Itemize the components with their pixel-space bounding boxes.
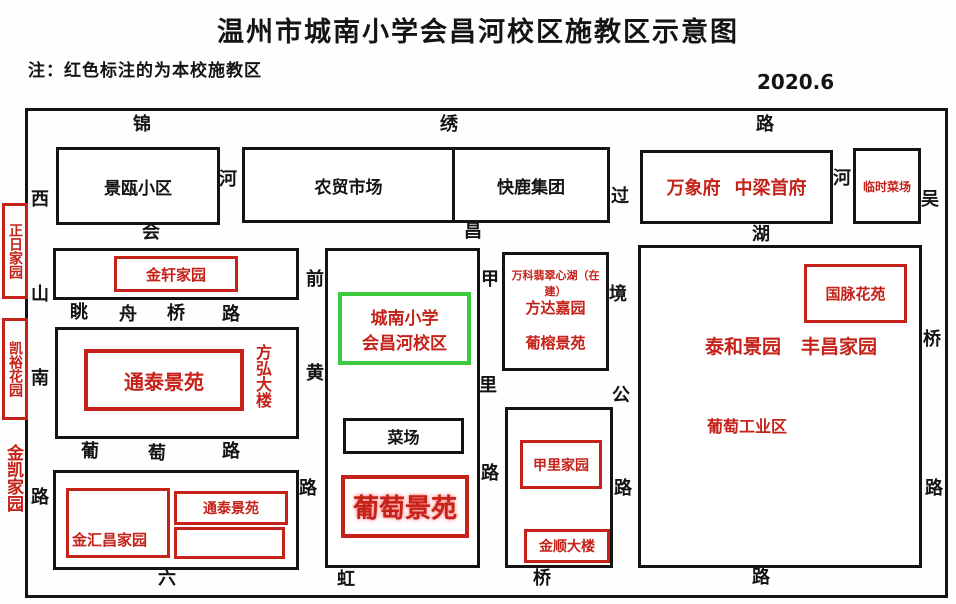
block-caichang: 菜场: [343, 418, 464, 454]
block-jiali-label: 甲里家园: [533, 457, 589, 474]
road-tiaozhouqiaolu-char: 路: [222, 304, 240, 325]
road-putaolu-char: 葡: [81, 441, 99, 462]
block-school-line2: 会昌河校区: [362, 333, 447, 354]
block-wanke-column: 万科翡翠心湖（在建） 方达嘉园 葡榕景苑: [502, 252, 609, 371]
road-jinxiulu-char: 绣: [440, 114, 458, 135]
block-kuailu-jituan: 快鹿集团: [455, 150, 607, 220]
block-wanke-label: 万科翡翠心湖（在建）: [511, 269, 600, 298]
road-tiaozhouqiaolu-char: 眺: [70, 302, 88, 323]
block-caichang-label: 菜场: [387, 428, 420, 447]
road-jinxiulu-char: 锦: [133, 114, 151, 135]
block-putao-gongyequ: 葡萄工业区: [707, 417, 788, 436]
block-east-area: 国脉花苑 泰和景园 丰昌家园 葡萄工业区: [638, 245, 922, 568]
road-wuqiaolu-char: 桥: [923, 329, 941, 350]
block-guomai-huayuan: 国脉花苑: [804, 264, 907, 323]
road-tiaozhouqiaolu-char: 舟: [119, 304, 137, 325]
block-jinkai-jiayuan: 金凯家园: [3, 444, 23, 512]
road-putaolu-char: 路: [222, 441, 240, 462]
road-xishannanlu-char: 南: [31, 368, 49, 389]
road-guojinggonglu-char: 过: [611, 186, 629, 207]
block-wanxiangfu-zhongliang: 万象府 中梁首府: [640, 150, 833, 224]
block-tongtai-south: 通泰景苑: [174, 491, 288, 525]
block-linshi-label: 临时菜场: [862, 179, 911, 194]
block-wanxiangfu-label: 万象府: [666, 178, 721, 199]
river-label-west: 河: [219, 169, 237, 190]
road-wuqiaolu-char: 路: [925, 478, 943, 499]
block-kuailu-label: 快鹿集团: [497, 177, 565, 198]
road-wuqiaolu-char: 吴: [921, 189, 939, 210]
road-huichanghu-char: 会: [142, 222, 160, 243]
road-liuhongqiaolu-char: 桥: [533, 568, 551, 589]
block-purong-label: 葡榕景苑: [525, 334, 586, 352]
block-school-column: 城南小学 会昌河校区 菜场 葡萄景苑: [325, 248, 480, 568]
block-school-line1: 城南小学: [370, 308, 439, 329]
map-date: 2020.6: [757, 70, 835, 94]
block-linshi-caichang: 临时菜场: [853, 148, 921, 224]
road-tiaozhouqiaolu-char: 桥: [167, 303, 185, 324]
block-zhengri-jiayuan: 正日家园: [2, 203, 28, 299]
road-xishannanlu-char: 路: [31, 487, 49, 508]
road-qianhuanglu-char: 前: [306, 269, 324, 290]
legend-note: 注：红色标注的为本校施教区: [28, 61, 262, 81]
river-label-east: 河: [833, 168, 851, 189]
road-qianhuanglu-char: 路: [299, 478, 317, 499]
road-xishannanlu-char: 西: [31, 189, 49, 210]
block-jinxuan-label: 金轩家园: [145, 265, 206, 284]
block-jinxuan-jiayuan: 金轩家园: [114, 256, 238, 292]
block-putao-jingyuan-label: 葡萄景苑: [352, 494, 457, 524]
road-liuhongqiaolu-char: 六: [158, 568, 176, 589]
block-taihe-label: 泰和景园: [705, 336, 782, 358]
road-guojinggonglu-char: 公: [612, 385, 630, 406]
block-jiali-column: 甲里家园 金顺大楼: [505, 407, 613, 568]
block-jinhuichang-outer: 金汇昌家园 通泰景苑: [53, 470, 299, 570]
road-xishannanlu-char: 山: [31, 284, 49, 305]
road-liuhongqiaolu-char: 路: [752, 567, 770, 588]
block-tongtai-jingyuan: 通泰景苑: [84, 349, 244, 411]
block-jinhuichang-shape2: [174, 527, 285, 559]
block-jingou-label: 景瓯小区: [104, 178, 172, 199]
block-fengchang-label: 丰昌家园: [801, 336, 878, 358]
road-guojinggonglu-char: 路: [614, 478, 632, 499]
block-jingou-xiaoqu: 景瓯小区: [56, 147, 220, 225]
block-jinhuichang-label: 金汇昌家园: [72, 531, 148, 549]
road-huichanghu-char: 湖: [752, 224, 770, 245]
block-market-group: 农贸市场 快鹿集团: [242, 147, 610, 223]
road-qianhuanglu-char: 黄: [306, 363, 324, 384]
block-zhongliang-label: 中梁首府: [734, 178, 807, 199]
block-jinxuan-outer: 金轩家园: [53, 248, 299, 300]
road-jinxiulu-char: 路: [756, 114, 774, 135]
road-jialilu-char: 甲: [481, 269, 499, 290]
block-jiali-jiayuan: 甲里家园: [520, 440, 602, 489]
road-putaolu-char: 萄: [148, 443, 166, 464]
road-jialilu-char: 里: [479, 375, 497, 396]
block-school: 城南小学 会昌河校区: [338, 292, 471, 365]
road-liuhongqiaolu-char: 虹: [337, 569, 355, 590]
block-guomai-label: 国脉花苑: [825, 285, 886, 303]
page-title: 温州市城南小学会昌河校区施教区示意图: [217, 17, 739, 48]
block-tongtai-outer: 通泰景苑 方弘大楼: [55, 327, 299, 439]
road-huichanghu-char: 昌: [464, 221, 482, 242]
block-taihe-fengchang: 泰和景园 丰昌家园: [705, 332, 877, 359]
block-jinhuichang-shape: [66, 488, 170, 558]
block-nongmao-label: 农贸市场: [314, 177, 383, 198]
block-divider: [452, 150, 455, 220]
block-fanghong-dalou: 方弘大楼: [253, 344, 272, 408]
block-tongtai-label: 通泰景苑: [124, 369, 204, 394]
road-guojinggonglu-char: 境: [609, 284, 627, 305]
road-jialilu-char: 路: [481, 463, 499, 484]
block-putao-jingyuan: 葡萄景苑: [341, 475, 469, 538]
block-kaiyu-huayuan: 凯裕花园: [2, 318, 28, 420]
block-nongmao-shichang: 农贸市场: [245, 150, 452, 220]
block-jinshun-dalou: 金顺大楼: [524, 529, 610, 563]
block-tongtai-south-label: 通泰景苑: [203, 501, 259, 517]
block-fangda-label: 方达嘉园: [525, 299, 586, 317]
block-jinshun-label: 金顺大楼: [539, 539, 595, 555]
